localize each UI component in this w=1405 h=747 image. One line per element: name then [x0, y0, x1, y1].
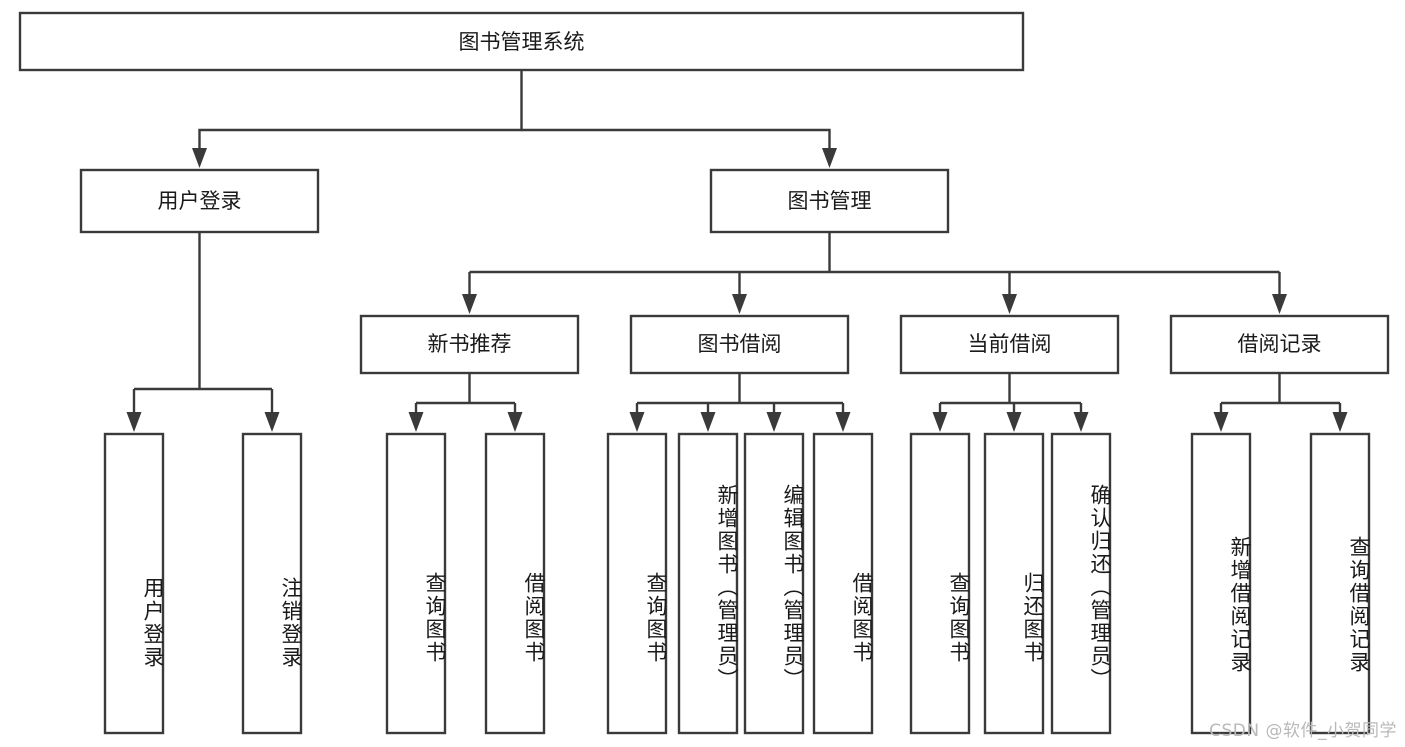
arrow-head-book-borrow	[732, 294, 747, 314]
arrow-head-leaf-5	[700, 412, 716, 432]
arrow-head-leaf-9	[1006, 412, 1022, 432]
leaf-box-borrow-book-new[interactable]	[484, 432, 546, 735]
leaf-box-edit-book-admin[interactable]	[743, 432, 805, 735]
arrow-head-current-borrow	[1002, 294, 1017, 314]
node-borrow-record[interactable]: 借阅记录	[1169, 314, 1390, 375]
node-book-borrow-box[interactable]	[629, 314, 850, 375]
connector-root-to-user-login	[198, 70, 523, 152]
leaf-box-confirm-return-admin[interactable]	[1050, 432, 1112, 735]
leaf-box-borrow-book[interactable]	[812, 432, 874, 735]
node-root-label: 图书管理系统	[459, 30, 585, 54]
node-current-borrow[interactable]: 当前借阅	[899, 314, 1120, 375]
connector-group-root	[192, 70, 837, 168]
node-book-manage-box[interactable]	[709, 168, 950, 234]
arrow-head-leaf-8	[932, 412, 948, 432]
leaf-box-return-book[interactable]	[983, 432, 1045, 735]
node-user-login[interactable]: 用户登录	[79, 168, 320, 234]
arrow-head-book-manage	[822, 148, 837, 168]
arrow-head-leaf-3	[507, 412, 523, 432]
connector-group-borrow-record	[1213, 373, 1348, 432]
arrow-head-leaf-7	[835, 412, 851, 432]
leaf-box-group	[103, 432, 1371, 735]
arrow-head-leaf-6	[766, 412, 782, 432]
arrow-head-leaf-10	[1073, 412, 1089, 432]
arrow-head-leaf-11	[1213, 412, 1229, 432]
node-book-borrow[interactable]: 图书借阅	[629, 314, 850, 375]
arrow-head-leaf-1	[264, 412, 280, 432]
connector-root-to-book-manage	[521, 128, 831, 152]
arrow-head-new-book	[462, 294, 477, 314]
leaf-box-query-book-new[interactable]	[385, 432, 447, 735]
leaf-box-query-borrow-record[interactable]	[1309, 432, 1371, 735]
arrow-head-user-login	[192, 148, 207, 168]
node-book-manage-label: 图书管理	[788, 189, 872, 213]
node-user-login-box[interactable]	[79, 168, 320, 234]
node-borrow-record-label: 借阅记录	[1238, 332, 1322, 356]
node-new-book-recommend-label: 新书推荐	[428, 332, 512, 356]
csdn-watermark: CSDN @软件_小贺同学	[1209, 721, 1397, 741]
node-new-book-recommend[interactable]: 新书推荐	[359, 314, 580, 375]
node-current-borrow-label: 当前借阅	[968, 332, 1052, 356]
node-borrow-record-box[interactable]	[1169, 314, 1390, 375]
node-user-login-label: 用户登录	[158, 189, 242, 213]
leaf-box-add-book-admin[interactable]	[677, 432, 739, 735]
node-current-borrow-box[interactable]	[899, 314, 1120, 375]
node-root-box[interactable]	[18, 11, 1025, 72]
leaf-box-query-book-borrow[interactable]	[606, 432, 668, 735]
leaf-box-logout[interactable]	[241, 432, 303, 735]
leaf-box-query-book-current[interactable]	[909, 432, 971, 735]
connector-group-user-login	[126, 232, 280, 432]
node-book-manage[interactable]: 图书管理	[709, 168, 950, 234]
connector-group-book-borrow	[629, 373, 851, 432]
node-root[interactable]: 图书管理系统	[18, 11, 1025, 72]
arrow-head-borrow-record	[1272, 294, 1287, 314]
arrow-head-leaf-12	[1332, 412, 1348, 432]
node-new-book-recommend-box[interactable]	[359, 314, 580, 375]
connector-group-new-book	[408, 373, 523, 432]
arrow-head-leaf-2	[408, 412, 424, 432]
leaf-box-user-login[interactable]	[103, 432, 165, 735]
arrow-head-leaf-4	[629, 412, 645, 432]
connector-group-current-borrow	[932, 373, 1089, 432]
leaf-box-add-borrow-record[interactable]	[1190, 432, 1252, 735]
arrow-head-leaf-0	[126, 412, 142, 432]
connector-group-book-manage	[462, 232, 1287, 314]
node-book-borrow-label: 图书借阅	[698, 332, 782, 356]
